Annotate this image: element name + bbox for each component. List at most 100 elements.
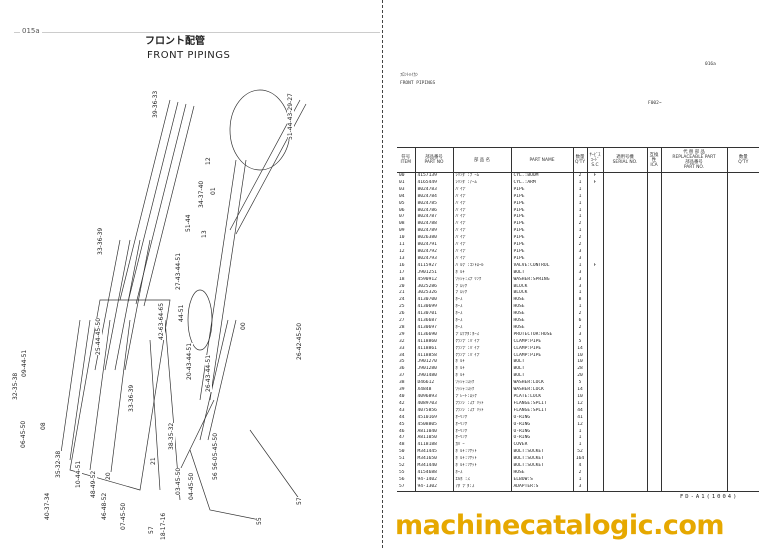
- cell-name-jp: ﾎｰｽ: [452, 304, 511, 312]
- cell-empty: [726, 207, 759, 215]
- cell-empty: [660, 380, 727, 388]
- cell-service-code: [586, 428, 603, 436]
- cell-item: 29: [399, 331, 405, 337]
- cell-empty: [646, 387, 661, 394]
- cell-empty: [602, 297, 647, 305]
- cell-part-no: 3025286: [414, 283, 453, 291]
- cell-item: 07: [399, 214, 405, 220]
- cell-empty: [726, 442, 759, 450]
- cell-qty: 12: [572, 400, 587, 408]
- cell-service-code: [586, 414, 603, 422]
- cell-empty: [660, 172, 727, 180]
- cell-empty: [660, 373, 727, 381]
- cell-item: 06: [399, 207, 405, 213]
- callout-label: 25-44-45-50: [95, 317, 102, 355]
- cell-empty: [646, 449, 661, 457]
- cell-empty: [646, 435, 661, 443]
- cell-empty: [646, 228, 661, 236]
- cell-empty: [726, 483, 759, 492]
- cell-empty: [646, 276, 661, 284]
- cell-empty: [726, 373, 759, 381]
- cell-empty: [602, 304, 647, 312]
- cell-empty: [660, 400, 727, 408]
- cell-part-name: BOLT:SOCKET: [510, 456, 573, 464]
- cell-item: 12: [399, 248, 405, 254]
- cell-empty: [726, 242, 759, 249]
- cell-empty: [660, 366, 727, 374]
- cell-service-code: [586, 483, 603, 492]
- cell-name-jp: ﾊﾟｲﾌﾟ: [452, 200, 511, 208]
- cell-service-code: [586, 373, 603, 381]
- cell-empty: [660, 483, 727, 492]
- cell-qty: 28: [572, 366, 587, 374]
- cell-item: 08: [399, 221, 405, 227]
- cell-empty: [660, 421, 727, 429]
- cell-empty: [660, 200, 727, 208]
- cell-part-no: 3025326: [414, 290, 453, 298]
- cell-service-code: [586, 359, 603, 367]
- cell-name-jp: ﾎﾞﾙﾄ:ｿｹｯﾄ: [452, 463, 511, 470]
- callout-label: 12: [205, 157, 212, 165]
- cell-empty: [660, 456, 727, 464]
- cell-name-jp: ﾎﾞﾙﾄ: [452, 359, 511, 367]
- cell-service-code: [586, 228, 603, 236]
- cell-part-no: J901480: [414, 373, 453, 381]
- cell-qty: 10: [572, 394, 587, 401]
- cell-empty: [660, 476, 727, 484]
- cell-name-jp: ﾌﾞﾛｯｸ: [452, 290, 511, 298]
- cell-service-code: [586, 421, 603, 429]
- cell-part-name: VALVE:CONTROL: [510, 262, 573, 270]
- cell-item: 47: [399, 435, 405, 441]
- cell-empty: [646, 297, 661, 305]
- cell-item: 24: [399, 297, 405, 303]
- cell-empty: [602, 400, 647, 408]
- cell-service-code: [586, 207, 603, 215]
- callout-label: 26-42-45-50: [296, 322, 303, 360]
- callout-label: 35-32-38: [55, 450, 62, 478]
- cell-empty: [646, 338, 661, 346]
- cell-name-jp: ﾌﾟﾛﾃｸﾀ:ﾎｰｽ: [452, 331, 511, 339]
- cell-empty: [646, 463, 661, 470]
- cell-name-jp: ﾜｯｼｬ:ﾛｯｸ: [452, 380, 511, 388]
- cell-empty: [646, 331, 661, 339]
- cell-part-name: O-RING: [510, 414, 573, 422]
- cell-qty: 6: [572, 318, 587, 325]
- cell-name-jp: ﾊﾟｲﾌﾟ: [452, 214, 511, 222]
- cell-qty: 10: [572, 352, 587, 360]
- cell-empty: [726, 352, 759, 360]
- cell-empty: [646, 359, 661, 367]
- cell-empty: [602, 179, 647, 187]
- cell-part-name: COVER: [510, 442, 573, 450]
- cell-qty: 2: [572, 469, 587, 477]
- section-title-jp: ﾌﾛﾝﾄﾊｲｶﾝ: [400, 73, 418, 78]
- cell-empty: [660, 262, 727, 270]
- cell-empty: [660, 442, 727, 450]
- cell-empty: [602, 214, 647, 222]
- cell-part-no: A811050: [414, 435, 453, 443]
- callout-label: 07-45-50: [120, 502, 127, 530]
- cell-qty: 1: [572, 228, 587, 236]
- cell-name-jp: ﾎﾞﾙﾄ: [452, 373, 511, 381]
- section-title-en: FRONT PIPINGS: [400, 81, 436, 86]
- cell-empty: [660, 338, 727, 346]
- cell-part-no: 4590912: [414, 276, 453, 284]
- cell-name-jp: ﾊﾟｲﾌﾟ: [452, 193, 511, 201]
- cell-part-name: PIPE: [510, 186, 573, 194]
- cell-name-jp: ｱﾀﾞﾌﾟﾀ:ｽ: [452, 483, 511, 492]
- col-name-jp: 部 品 名: [452, 147, 511, 173]
- cell-empty: [726, 186, 759, 194]
- cell-empty: [602, 414, 647, 422]
- cell-name-jp: ﾊﾟｲﾌﾟ: [452, 255, 511, 263]
- cell-empty: [602, 476, 647, 484]
- cell-empty: [660, 435, 727, 443]
- cell-empty: [646, 311, 661, 319]
